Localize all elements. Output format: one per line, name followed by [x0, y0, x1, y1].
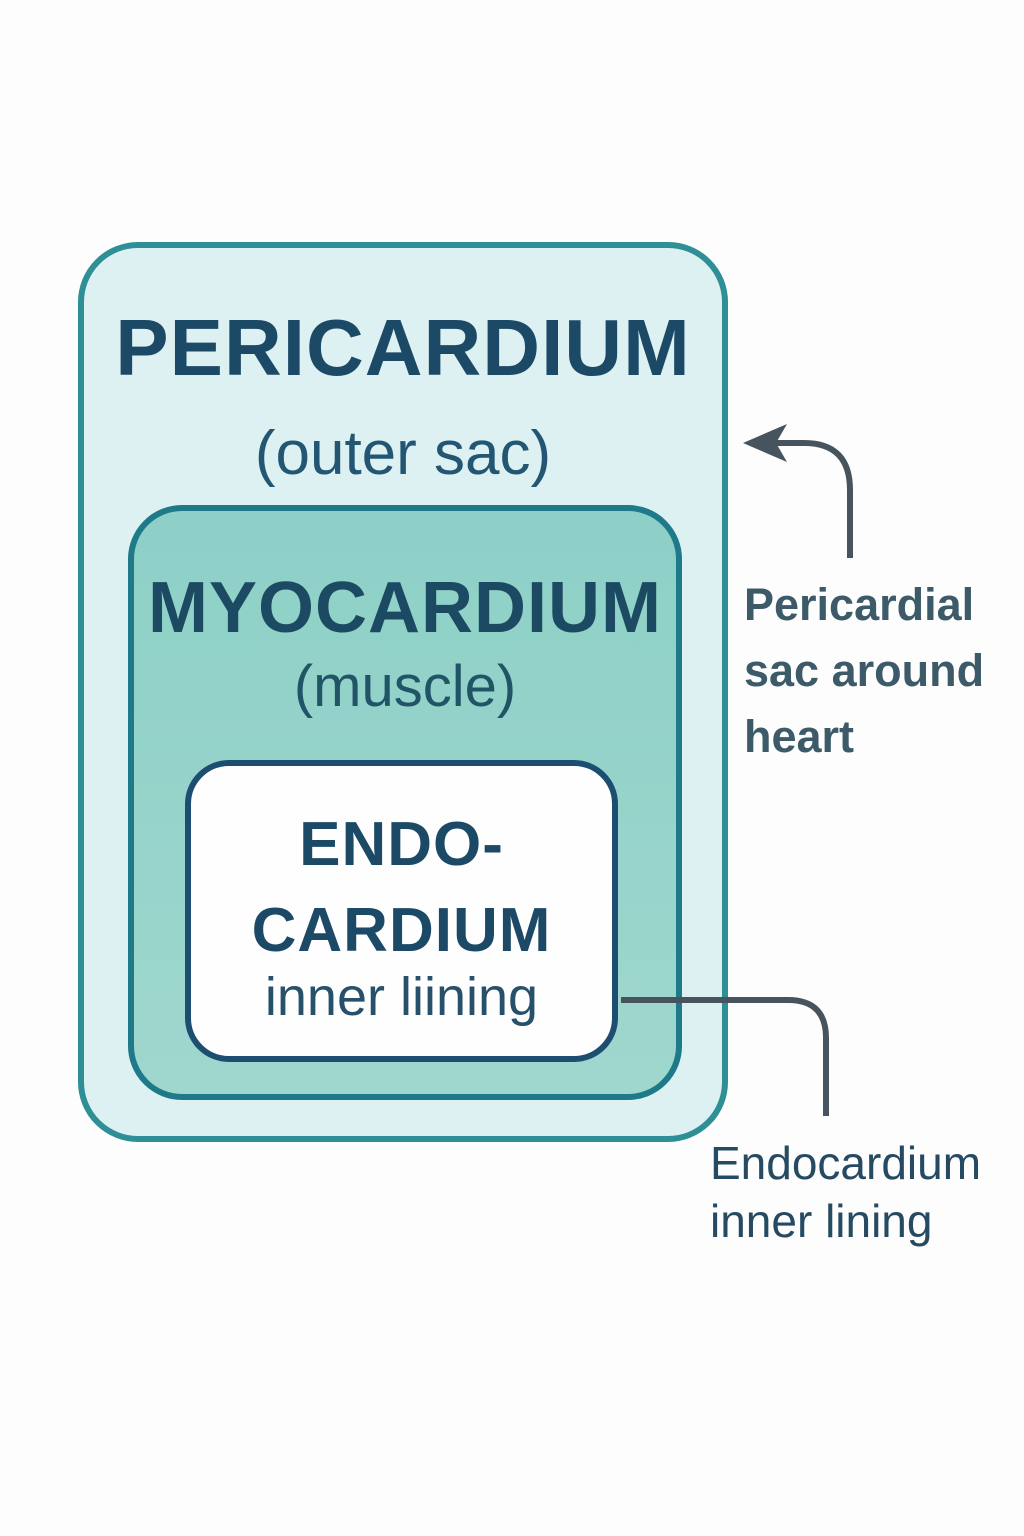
endocardium-title-line2: CARDIUM	[251, 896, 552, 965]
endocardium-title-line1: ENDO-	[299, 810, 504, 879]
endocardium-note-line2: inner lining	[710, 1195, 933, 1247]
pericardium-title: PERICARDIUM	[115, 303, 691, 392]
pericardial-arrow-line	[768, 440, 853, 558]
endocardium-note-line1: Endocardium	[710, 1137, 982, 1189]
pericardium-subtitle: (outer sac)	[254, 419, 552, 488]
endocardium-subtitle: inner liining	[264, 967, 539, 1027]
endocardium-note: Endocardium inner lining	[710, 1134, 981, 1250]
endocardium-box: ENDO- CARDIUM inner liining	[185, 760, 618, 1062]
pericardial-arrowhead-icon	[743, 424, 787, 462]
pericardial-note: Pericardial sac around heart	[744, 572, 984, 770]
myocardium-title: MYOCARDIUM	[148, 568, 662, 648]
endocardium-title: ENDO- CARDIUM	[191, 802, 612, 974]
pericardial-note-line3: heart	[744, 711, 855, 762]
pericardium-box: PERICARDIUM (outer sac) MYOCARDIUM (musc…	[78, 242, 728, 1142]
pericardial-note-line1: Pericardial	[744, 579, 975, 630]
pericardial-note-line2: sac around	[744, 645, 985, 696]
myocardium-subtitle: (muscle)	[293, 654, 517, 719]
myocardium-box: MYOCARDIUM (muscle) ENDO- CARDIUM inner …	[128, 505, 682, 1100]
